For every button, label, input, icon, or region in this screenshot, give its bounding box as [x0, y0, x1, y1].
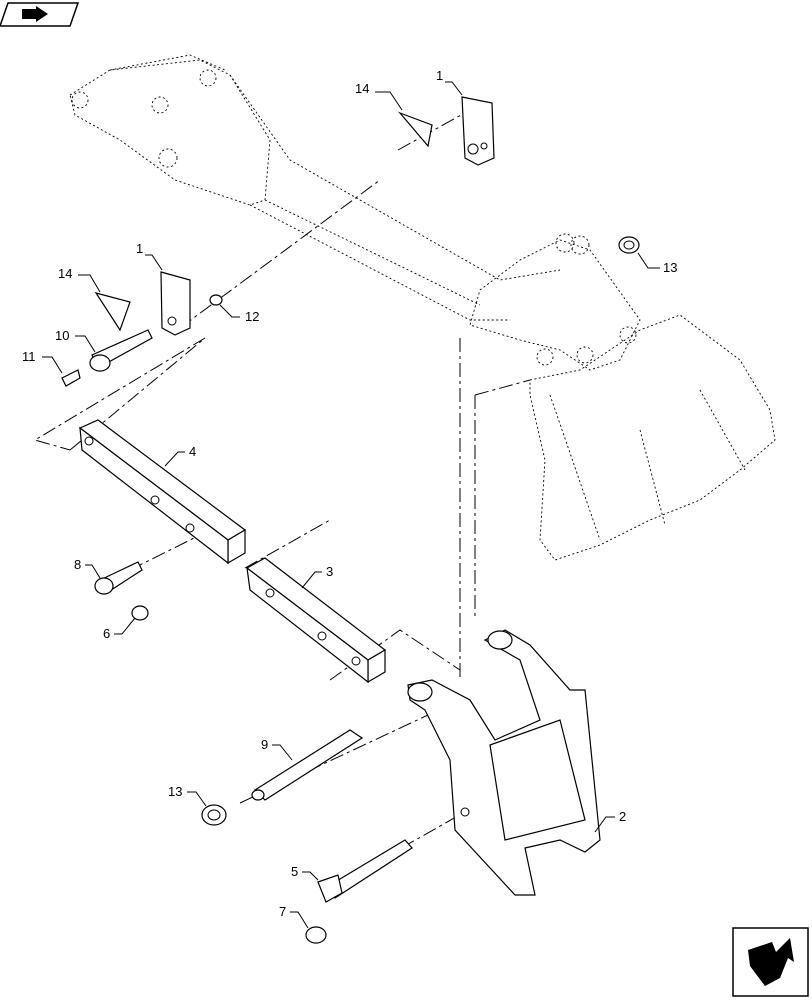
callout-5: 5 [291, 864, 298, 879]
callout-4: 4 [189, 444, 196, 459]
clip-7 [305, 926, 327, 944]
arm-assembly-ghost [69, 54, 776, 561]
washer-lower [201, 804, 227, 826]
shim-plate-lower [160, 271, 191, 336]
callout-3: 3 [326, 564, 333, 579]
callout-8: 8 [74, 557, 81, 572]
callout-9: 9 [261, 737, 268, 752]
callout-labels: 1 14 13 1 14 12 10 11 4 8 3 6 9 13 2 5 7 [22, 68, 677, 919]
bolt-11 [61, 369, 81, 387]
tube-4 [78, 419, 247, 565]
wedge-lower [94, 292, 131, 332]
callout-14-lower: 14 [58, 266, 72, 281]
callout-10: 10 [55, 328, 69, 343]
tube-3 [245, 557, 387, 684]
wedge-upper [398, 111, 433, 148]
callout-7: 7 [279, 904, 286, 919]
clip-6 [131, 605, 149, 621]
callout-2: 2 [619, 809, 626, 824]
bracket-2 [407, 629, 601, 896]
callout-13-lower: 13 [168, 784, 182, 799]
callout-1-upper: 1 [436, 68, 443, 83]
pin-5 [317, 839, 413, 903]
callout-14-upper: 14 [355, 81, 369, 96]
callout-13-upper: 13 [663, 260, 677, 275]
pin-8 [94, 561, 143, 595]
callout-6: 6 [103, 626, 110, 641]
callout-1-lower: 1 [136, 241, 143, 256]
leader-lines [42, 81, 660, 929]
next-page-arrow-icon[interactable] [732, 927, 809, 997]
washer-upper [618, 236, 640, 254]
callout-12: 12 [245, 309, 259, 324]
rod-9 [251, 729, 364, 801]
pin-10 [89, 329, 153, 372]
nut [209, 294, 223, 306]
shim-plate-upper [461, 96, 495, 166]
callout-11: 11 [22, 349, 36, 364]
book-arrow-icon[interactable] [0, 2, 80, 27]
